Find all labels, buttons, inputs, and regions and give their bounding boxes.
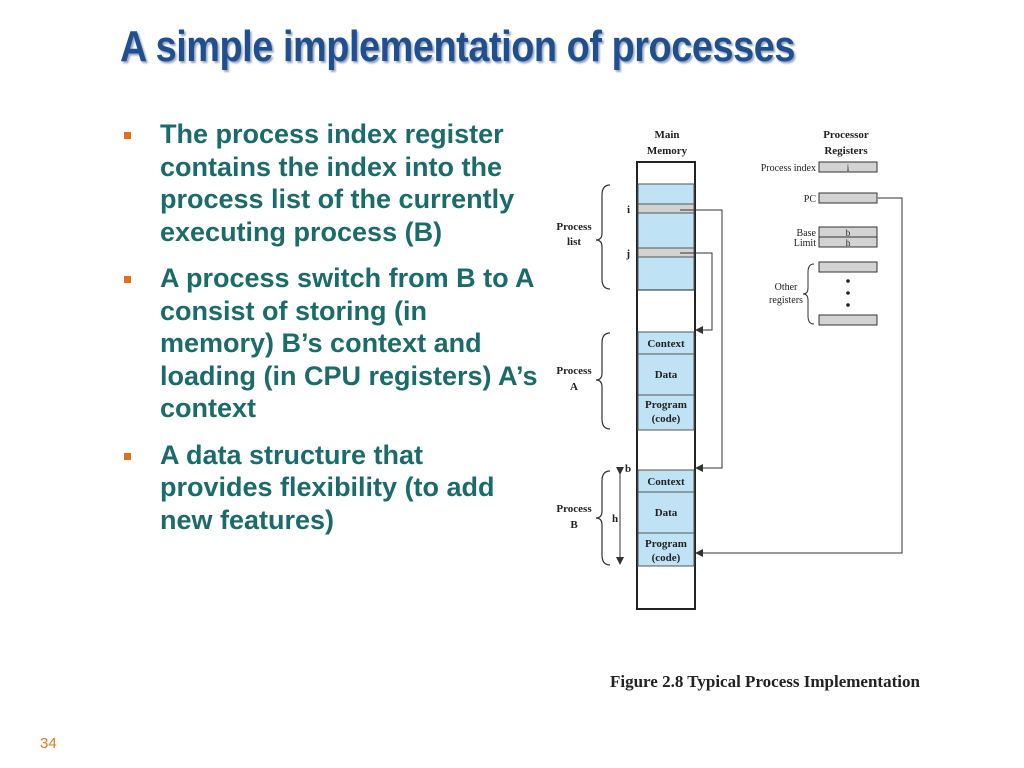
register-label: Base [797, 228, 817, 239]
figure-caption: Figure 2.8 Typical Process Implementatio… [610, 672, 920, 691]
slot-label: i [627, 204, 630, 216]
other-registers-label: registers [769, 295, 803, 306]
program-label: (code) [652, 413, 681, 425]
slot-label: j [625, 248, 630, 260]
process-list-brace [595, 184, 611, 290]
register-value: h [846, 238, 851, 248]
bullet-item: A data structure that provides flexibili… [118, 439, 538, 537]
other-registers-brace [802, 263, 815, 325]
context-label: Context [647, 476, 685, 488]
bullet-list: The process index register contains the … [118, 118, 538, 550]
bullet-item: A process switch from B to A consist of … [118, 262, 538, 425]
program-label: Program [645, 538, 687, 550]
pc-register [818, 192, 878, 204]
bullet-text: The process index register contains the … [160, 119, 515, 247]
register-label: Limit [794, 238, 816, 249]
other-registers-label: Other [775, 282, 798, 293]
pointer-arrow-j-to-process-a [680, 252, 713, 334]
process-b-brace [595, 470, 611, 566]
ellipsis-dot [846, 303, 850, 307]
process-implementation-diagram: Main Memory Processor Registers i j Cont… [556, 129, 903, 610]
process-a-label: A [570, 381, 578, 393]
pointer-arrow-pc-to-program-b [695, 197, 903, 557]
bullet-text: A process switch from B to A consist of … [160, 263, 538, 423]
bullet-marker [124, 276, 131, 283]
process-b-label: B [570, 519, 578, 531]
process-list-label: Process [556, 221, 592, 233]
process-a-label: Process [556, 365, 592, 377]
main-memory-label: Main [654, 129, 679, 141]
other-register [818, 261, 878, 273]
processor-registers-label: Processor [823, 129, 869, 141]
context-label: Context [647, 338, 685, 350]
program-label: Program [645, 399, 687, 411]
base-marker-label: b [625, 463, 631, 475]
register-label: Process index [761, 163, 816, 174]
slide-title: A simple implementation of processes [120, 22, 795, 71]
limit-marker-label: h [612, 513, 618, 525]
bullet-text: A data structure that provides flexibili… [160, 439, 495, 535]
data-label: Data [655, 507, 678, 519]
process-b-region [637, 469, 695, 567]
register-value: i [847, 163, 850, 173]
ellipsis-dot [846, 291, 850, 295]
process-a-brace [595, 332, 611, 430]
ellipsis-dot [846, 279, 850, 283]
other-register [818, 314, 878, 326]
bullet-marker [124, 452, 131, 460]
main-memory-label: Memory [647, 145, 688, 157]
process-list-label: list [567, 236, 581, 248]
process-list-region [637, 183, 695, 291]
bullet-item: The process index register contains the … [118, 118, 538, 248]
bullet-marker [124, 132, 131, 139]
pointer-arrow-i-to-process-b [680, 209, 723, 472]
process-b-label: Process [556, 503, 592, 515]
process-a-region [637, 331, 695, 431]
program-label: (code) [652, 552, 681, 564]
register-label: PC [804, 194, 817, 205]
register-value: b [846, 228, 851, 238]
limit-register [818, 236, 878, 248]
page-number: 34 [40, 735, 57, 752]
data-label: Data [655, 369, 678, 381]
processor-registers-label: Registers [824, 145, 868, 157]
process-index-register [818, 161, 878, 173]
process-list-slot-i [637, 203, 695, 214]
